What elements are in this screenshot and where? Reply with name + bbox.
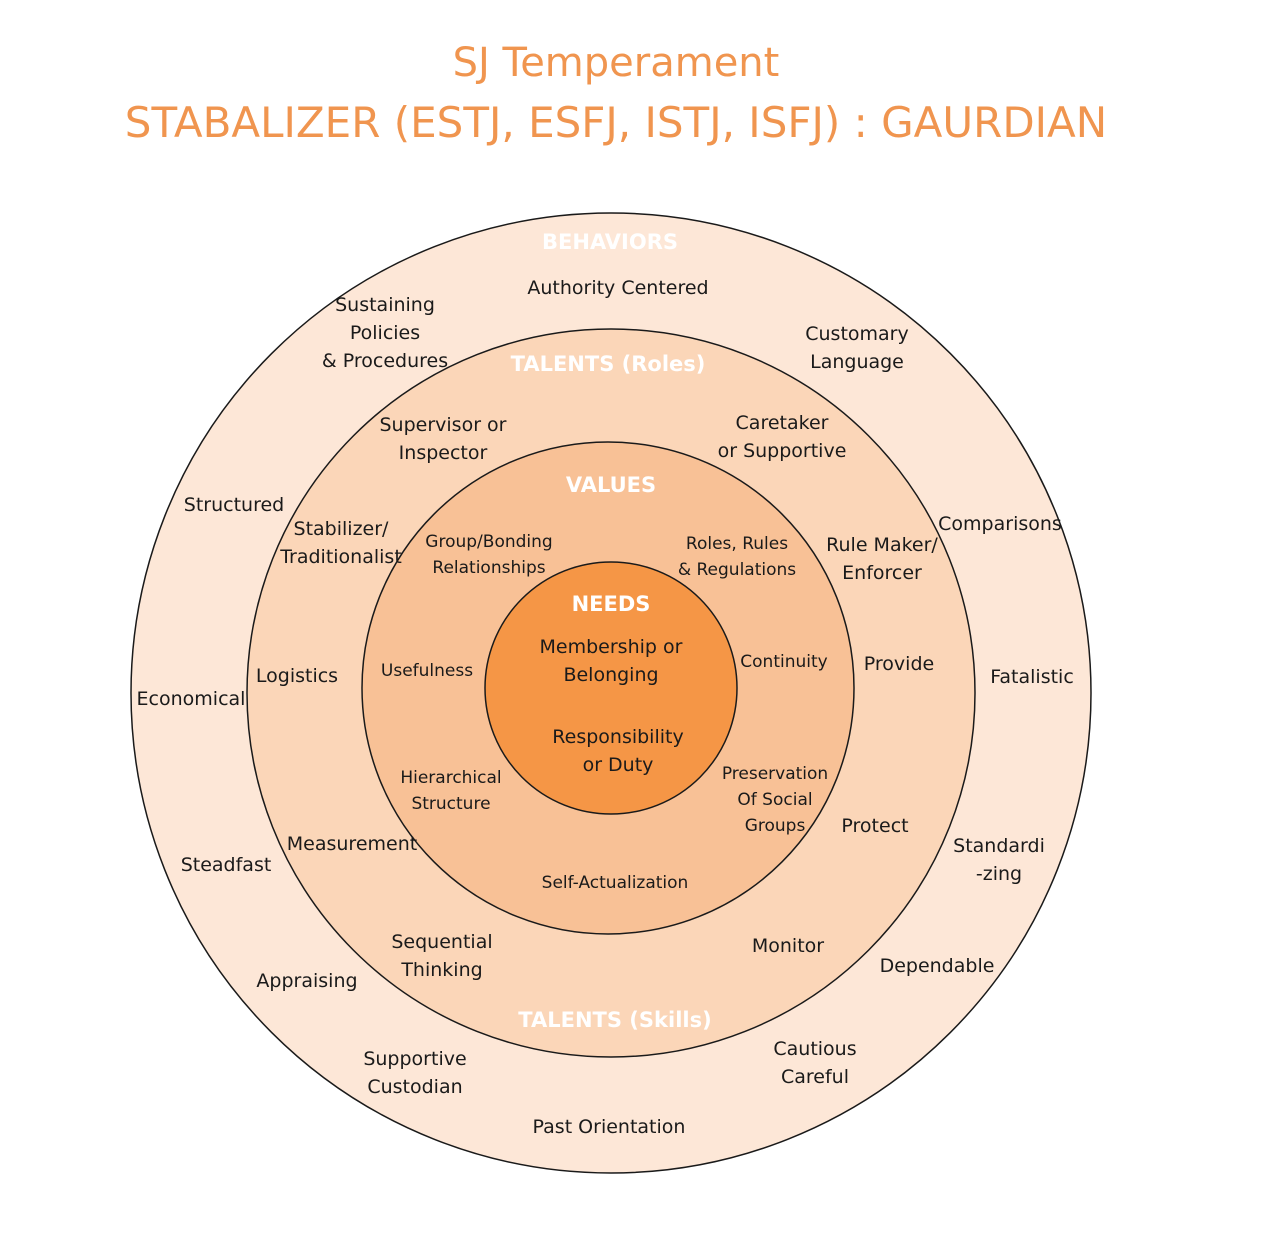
header-behaviors: BEHAVIORS — [542, 230, 678, 254]
value-label: Usefulness — [381, 661, 473, 681]
header-values: VALUES — [566, 473, 656, 497]
header-talents-skills: TALENTS (Skills) — [518, 1008, 711, 1032]
behavior-label: Steadfast — [181, 854, 272, 876]
behavior-label: Past Orientation — [533, 1116, 686, 1138]
behavior-label: Comparisons — [938, 513, 1062, 535]
value-label: Continuity — [740, 652, 827, 672]
talent-label: Monitor — [752, 935, 824, 957]
title-line-2: STABALIZER (ESTJ, ESFJ, ISTJ, ISFJ) : GA… — [124, 98, 1108, 147]
header-talents-roles: TALENTS (Roles) — [511, 352, 706, 376]
title-line-1: SJ Temperament — [452, 40, 780, 86]
value-label: Self-Actualization — [542, 873, 689, 893]
behavior-label: Structured — [184, 494, 284, 516]
behavior-label: Appraising — [256, 970, 357, 992]
ring-needs — [484, 561, 738, 815]
talent-label: Protect — [841, 815, 908, 837]
behavior-label: Fatalistic — [990, 666, 1074, 688]
talent-label: Measurement — [287, 833, 417, 855]
talent-label: Stabilizer/Traditionalist — [279, 518, 402, 568]
header-needs: NEEDS — [572, 592, 651, 616]
talent-label: Rule Maker/Enforcer — [826, 534, 938, 584]
behavior-label: Economical — [137, 688, 246, 710]
talent-label: Logistics — [256, 665, 338, 687]
value-label: Roles, Rules& Regulations — [678, 534, 796, 580]
talent-label: Provide — [864, 653, 934, 675]
behavior-label: Standardi-zing — [953, 835, 1045, 885]
behavior-label: Dependable — [880, 955, 995, 977]
behavior-label: Authority Centered — [527, 277, 708, 299]
